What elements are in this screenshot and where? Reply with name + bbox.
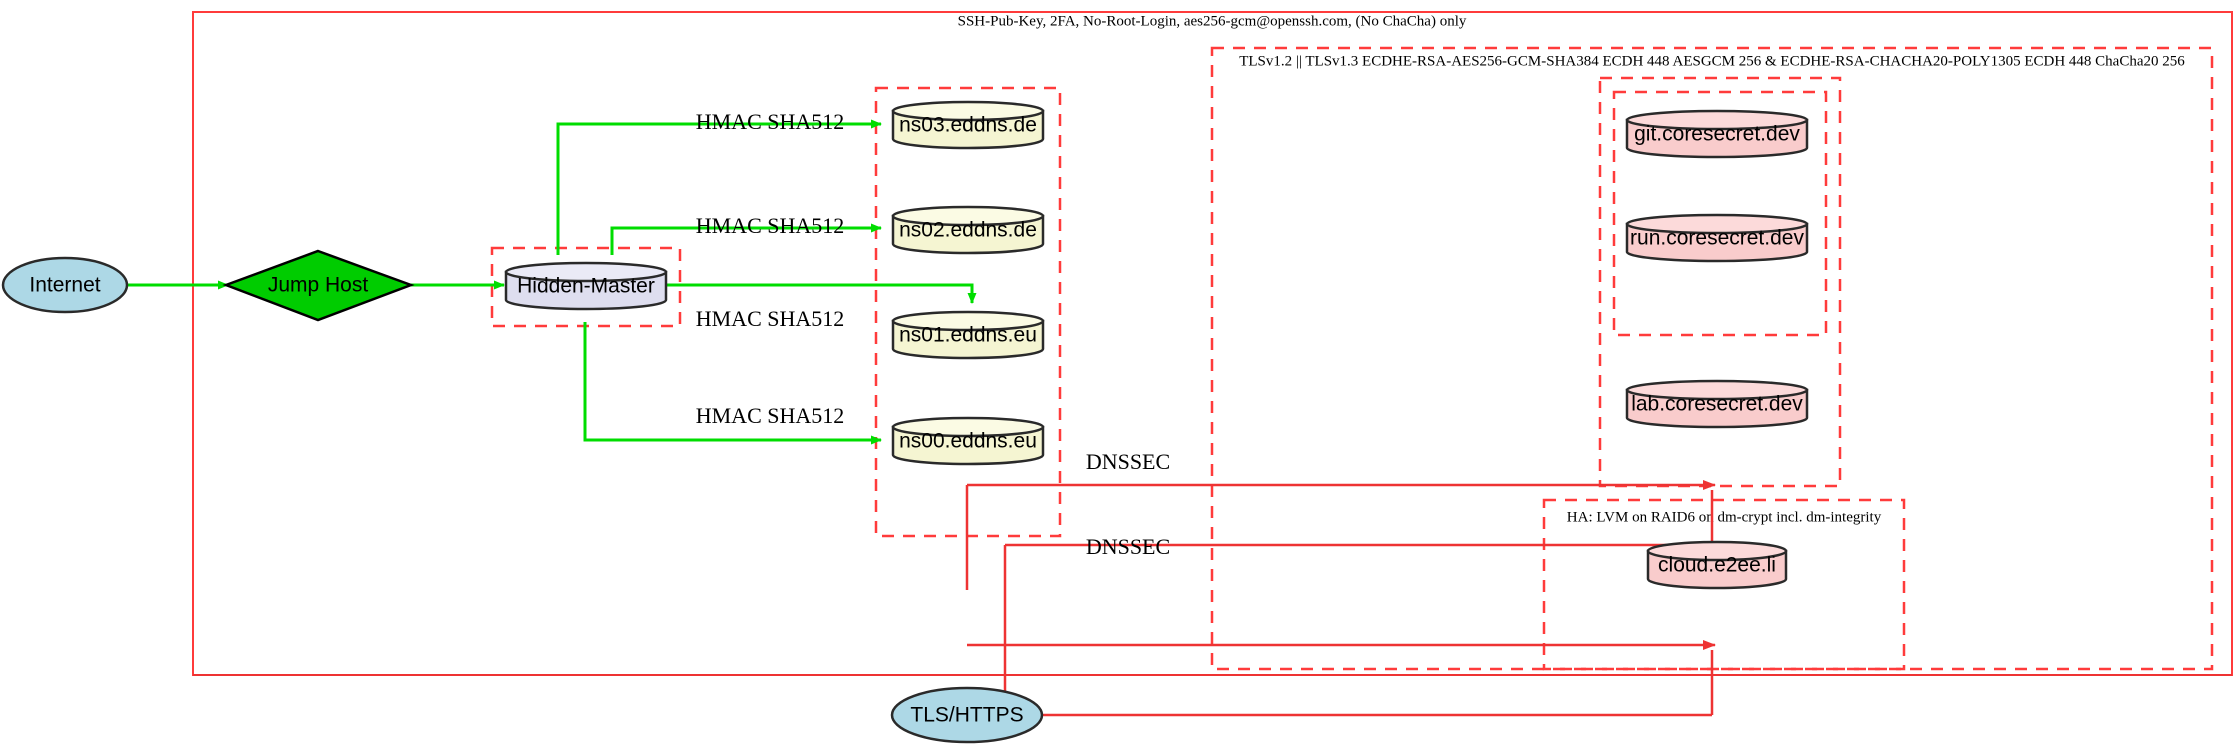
node-lab-label: lab.coresecret.dev — [1631, 393, 1803, 416]
edge-label-hmac-ns01: HMAC SHA512 — [696, 306, 845, 331]
edge-label-dnssec-lower: DNSSEC — [1086, 534, 1170, 559]
node-tls-https[interactable]: TLS/HTTPS — [890, 686, 1044, 744]
edge-label-dnssec-upper: DNSSEC — [1086, 449, 1170, 474]
green-edge-paths — [97, 119, 977, 445]
node-hidden-master[interactable]: Hidden-Master — [504, 261, 668, 311]
node-git-coresecret[interactable]: git.coresecret.dev — [1625, 109, 1809, 159]
cluster-app-outer — [1598, 76, 1842, 488]
node-ns02[interactable]: ns02.eddns.de — [891, 205, 1045, 255]
node-hidden-master-label: Hidden-Master — [517, 275, 655, 298]
node-jump-host[interactable]: Jump Host — [222, 249, 415, 322]
cluster-ha-label: HA: LVM on RAID6 on dm-crypt incl. dm-in… — [1567, 509, 1882, 525]
red-edge-paths — [193, 480, 2232, 717]
node-lab-coresecret[interactable]: lab.coresecret.dev — [1625, 379, 1809, 429]
cluster-app-inner — [1612, 90, 1828, 337]
edge-label-hmac-ns02: HMAC SHA512 — [696, 213, 845, 238]
edge-labels: HMAC SHA512 HMAC SHA512 HMAC SHA512 HMAC… — [696, 109, 1170, 559]
cluster-tls-label: TLSv1.2 || TLSv1.3 ECDHE-RSA-AES256-GCM-… — [1239, 53, 2185, 69]
node-git-label: git.coresecret.dev — [1634, 123, 1800, 146]
node-internet-label: Internet — [29, 274, 100, 297]
edge-label-hmac-ns00: HMAC SHA512 — [696, 403, 845, 428]
node-jump-host-label: Jump Host — [268, 274, 369, 297]
node-run-label: run.coresecret.dev — [1630, 227, 1804, 250]
node-ns01[interactable]: ns01.eddns.eu — [891, 310, 1045, 360]
node-ns00[interactable]: ns00.eddns.eu — [891, 416, 1045, 466]
cluster-ha-storage: HA: LVM on RAID6 on dm-crypt incl. dm-in… — [1542, 498, 1906, 671]
node-ns02-label: ns02.eddns.de — [899, 219, 1037, 242]
cluster-ssh-label: SSH-Pub-Key, 2FA, No-Root-Login, aes256-… — [958, 13, 1467, 29]
edge-label-hmac-ns03: HMAC SHA512 — [696, 109, 845, 134]
node-ns00-label: ns00.eddns.eu — [899, 430, 1037, 453]
node-run-coresecret[interactable]: run.coresecret.dev — [1625, 213, 1809, 263]
node-tls-https-label: TLS/HTTPS — [910, 704, 1023, 727]
node-cloud-label: cloud.e2ee.li — [1658, 554, 1776, 577]
node-internet[interactable]: Internet — [1, 256, 129, 314]
node-cloud-e2ee[interactable]: cloud.e2ee.li — [1646, 540, 1788, 590]
node-ns03[interactable]: ns03.eddns.de — [891, 100, 1045, 150]
node-ns01-label: ns01.eddns.eu — [899, 324, 1037, 347]
node-ns03-label: ns03.eddns.de — [899, 114, 1037, 137]
